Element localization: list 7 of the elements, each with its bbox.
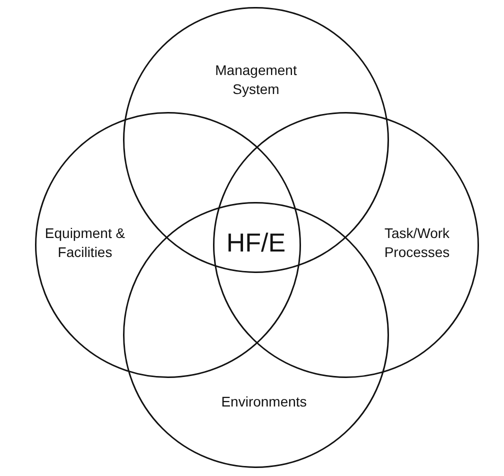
circle-label: Equipment & Facilities — [44, 224, 126, 262]
venn-circle — [35, 112, 301, 378]
circle-label: Environments — [221, 392, 307, 412]
circle-label: Task/Work Processes — [383, 224, 451, 262]
circle-label: Management System — [214, 61, 298, 99]
center-label: HF/E — [226, 228, 286, 258]
venn-circle — [213, 112, 479, 378]
